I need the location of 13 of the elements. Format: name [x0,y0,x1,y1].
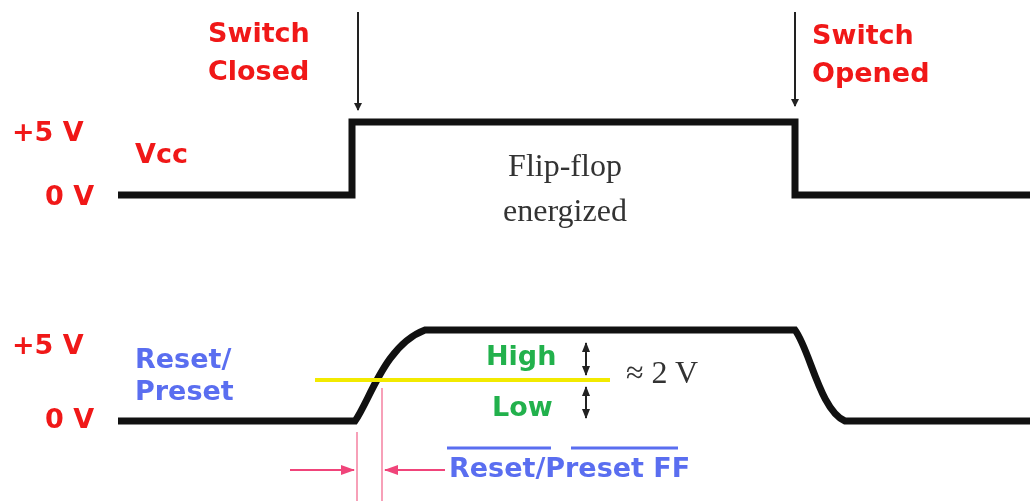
voltage-label: 0 V [45,402,95,436]
logic-level-label: High [486,340,557,372]
threshold-label: ≈ 2 V [626,353,699,392]
voltage-label: +5 V [12,328,84,362]
voltage-label: 0 V [45,179,95,213]
event-label: Switch Closed [208,16,311,88]
state-note: Flip-flop energized [502,146,628,230]
signal-label: Reset/Preset FF [449,452,691,484]
signal-label: Vcc [135,137,188,171]
signal-label: Reset/ Preset [135,343,235,407]
logic-level-label: Low [492,391,553,423]
voltage-label: +5 V [12,115,84,149]
event-label: Switch Opened [812,18,931,90]
